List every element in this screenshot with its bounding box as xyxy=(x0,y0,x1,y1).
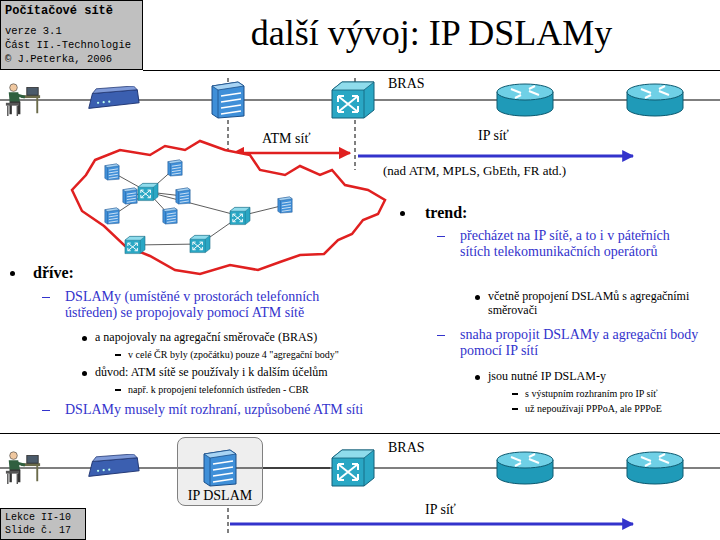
bras-device: BRAS xyxy=(330,440,440,484)
bullet-dash xyxy=(42,297,50,299)
bullet-text: snaha propojit DSLAMy a agregační body p… xyxy=(460,327,705,359)
bullet-dash xyxy=(512,408,518,410)
bullet-dash xyxy=(115,389,121,391)
bullet-dot xyxy=(82,336,87,341)
bullet-dot xyxy=(475,295,480,300)
diagram-label: IP síť xyxy=(425,502,505,518)
bullet-text: DSLAMy musely mít rozhraní, uzpůsobené A… xyxy=(65,402,410,418)
bullet-text: DSLAMy (umístěné v prostorách telefonníc… xyxy=(65,289,357,321)
bullet-dot xyxy=(10,271,15,276)
bullet-text: včetně propojení DSLAMů s agregačními sm… xyxy=(488,290,698,318)
bullet-dot xyxy=(475,375,480,380)
bullet-text: dříve: xyxy=(33,264,133,282)
node-title: BRAS xyxy=(388,76,425,92)
bullet-dot xyxy=(82,371,87,376)
bullet-dot xyxy=(400,211,405,216)
bullet-dash xyxy=(42,410,50,412)
slide-title: další vývoj: IP DSLAMy xyxy=(143,14,720,54)
bullet-text: trend: xyxy=(425,204,525,222)
footer-box: Lekce II-10Slide č. 17 xyxy=(0,508,86,540)
bullet-dash xyxy=(437,236,445,238)
bullet-dash xyxy=(512,393,518,395)
diagram-label: IP síť xyxy=(478,128,558,144)
node-title: IP DSLAM xyxy=(188,488,252,504)
bullet-dash xyxy=(115,354,121,356)
bullet-text: přecházet na IP sítě, a to i v páteřních… xyxy=(460,228,700,260)
node-text: verze 3.1 xyxy=(5,25,62,37)
node-title: BRAS xyxy=(388,440,425,456)
node-title: Lekce II-10 xyxy=(5,512,71,523)
diagram-label: ATM síť xyxy=(262,131,352,147)
bullet-text: jsou nutné IP DSLAM-y xyxy=(488,370,698,384)
connector-line xyxy=(263,467,330,468)
bullet-dash xyxy=(437,335,445,337)
node-text: © J.Peterka, 2006 xyxy=(5,53,112,65)
bullet-text: např. k propojení telefonních ústředen -… xyxy=(128,384,390,396)
diagram-label: (nad ATM, MPLS, GbEth, FR atd.) xyxy=(383,164,623,179)
bullet-text: v celé ČR byly (zpočátku) pouze 4 "agreg… xyxy=(128,349,390,361)
bullet-text: už nepoužívají PPPoA, ale PPPoE xyxy=(525,403,715,415)
node-text: Část II.-Technologie xyxy=(5,39,131,51)
ip-dslam-box: IP DSLAM xyxy=(177,437,263,506)
bullet-text: a napojovaly na agregační směrovače (BRA… xyxy=(95,331,375,345)
bullet-text: s výstupním rozhraním pro IP síť xyxy=(525,388,715,400)
header-box: Počítačové sítě verze 3.1Část II.-Technol… xyxy=(0,0,143,70)
bras-device: BRAS xyxy=(330,76,440,120)
node-title: Počítačové sítě xyxy=(5,4,113,18)
node-text: Slide č. 17 xyxy=(5,525,71,536)
bullet-text: důvod: ATM sítě se používaly i k dalším … xyxy=(95,366,385,380)
